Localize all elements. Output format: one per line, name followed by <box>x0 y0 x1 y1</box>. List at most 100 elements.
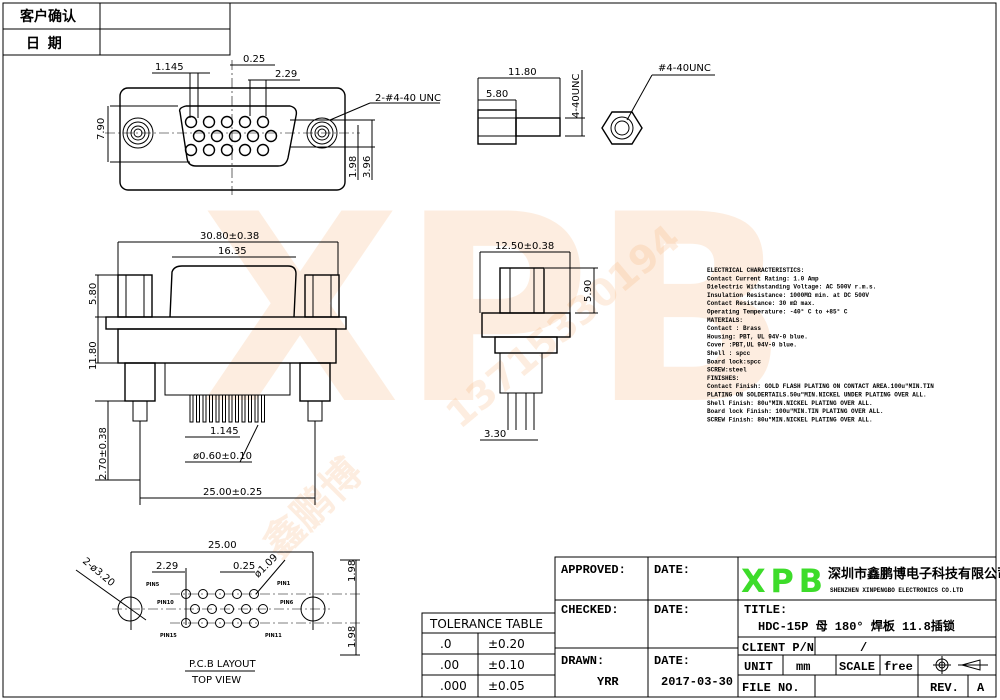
spec-line: Cover :PBT,UL 94V-0 blue. <box>707 342 797 349</box>
drawn-label: DRAWN: <box>561 654 604 668</box>
drawn-date-label: DATE: <box>654 654 690 668</box>
tolerance-value: ±0.10 <box>488 658 525 672</box>
pin5-label: PIN5 <box>146 582 160 588</box>
file-no-label: FILE NO. <box>742 681 800 695</box>
spec-line: Operating Temperature: -40° C to +85° C <box>707 309 848 316</box>
tolerance-value: ±0.20 <box>488 637 525 651</box>
pcb-dim-offset: 0.25 <box>233 561 255 572</box>
drawing-title: HDC-15P 母 180° 焊板 11.8插锁 <box>758 618 955 634</box>
pin-hole <box>192 129 206 143</box>
dim-body-width: 30.80±0.38 <box>200 231 259 242</box>
rev-value: A <box>977 681 985 695</box>
dim-pin-diameter: ø0.60±0.10 <box>193 451 252 462</box>
projection-symbol-icon <box>933 656 988 674</box>
spec-line: Dielectric Withstanding Voltage: AC 500V… <box>707 284 876 291</box>
spec-line: Contact Current Rating: 1.0 Amp <box>707 275 819 282</box>
pcb-hole <box>249 589 259 599</box>
pin1-label: PIN1 <box>277 581 291 587</box>
dim-side-nut: 5.90 <box>583 280 594 302</box>
pin-hole <box>238 143 252 157</box>
solder-pin <box>189 394 194 423</box>
pcb-hole <box>207 604 217 614</box>
pin-holes <box>184 115 278 157</box>
spec-line: SCREW:steel <box>707 367 747 374</box>
company-name-cn: 深圳市鑫鹏博电子科技有限公司 <box>828 566 1000 581</box>
scale-label: SCALE <box>839 660 875 674</box>
solder-pins <box>189 394 265 423</box>
checked-date-label: DATE: <box>654 603 690 617</box>
screw-note: 2-#4-40 UNC <box>375 93 441 104</box>
scale-value: free <box>884 660 913 674</box>
title-block: APPROVED: DATE: CHECKED: DATE: DRAWN: DA… <box>554 556 1000 698</box>
pcb-holes <box>181 589 268 628</box>
pcb-dim-row-top: 1.98 <box>347 560 358 582</box>
spec-line: Insulation Resistance: 1000MΩ min. at DC… <box>707 292 869 299</box>
unit-value: mm <box>796 660 810 674</box>
pcb-hole <box>198 589 208 599</box>
screw-side-view: 11.80 5.80 4-40UNC #4-40UNC <box>477 63 715 145</box>
pcb-hole <box>215 618 225 628</box>
spec-line: Board lock:spcc <box>707 358 761 365</box>
pin-hole <box>184 115 198 129</box>
spec-line: SCREW Finish: 80u"MIN.NICKEL PLATING OVE… <box>707 416 873 423</box>
pin-hole <box>184 143 198 157</box>
client-pn-label: CLIENT P/N <box>742 641 814 655</box>
pin-hole <box>202 115 216 129</box>
spec-line: PLATING ON SOLDERTAILS.50u"MIN.NICKEL UN… <box>707 392 927 399</box>
client-confirm-box: 客户确认 日 期 <box>2 2 231 56</box>
dim-offset: 0.25 <box>243 54 265 65</box>
rev-label: REV. <box>930 681 959 695</box>
body-elevation: 30.80±0.38 16.35 5.80 11.80 2.70±0.38 1.… <box>88 231 347 505</box>
pcb-hole <box>232 618 242 628</box>
solder-pin <box>248 394 252 423</box>
watermark-company: 鑫鹏博 <box>255 450 372 567</box>
spec-line: Shell Finish: 80u"MIN.NICKEL PLATING OVE… <box>707 400 873 407</box>
pin-hole <box>228 129 242 143</box>
pin10-label: PIN10 <box>157 600 174 606</box>
dim-thread: 4-40UNC <box>571 74 582 118</box>
dim-pitch-half: 1.145 <box>155 62 184 73</box>
solder-pin <box>209 394 213 423</box>
client-pn: / <box>860 641 867 655</box>
solder-pin <box>235 394 239 423</box>
solder-pin <box>202 394 207 423</box>
unit-label: UNIT <box>744 660 773 674</box>
spec-line: MATERIALS: <box>707 317 743 324</box>
tolerance-value: ±0.05 <box>488 679 525 693</box>
dim-height: 7.90 <box>96 118 107 140</box>
dim-screw-total: 11.80 <box>508 67 537 78</box>
checked-label: CHECKED: <box>561 603 619 617</box>
spec-line: Contact Resistance: 30 mΩ max. <box>707 300 815 307</box>
pin-hole <box>202 143 216 157</box>
solder-pin <box>215 394 220 423</box>
spec-line: Shell : spcc <box>707 350 751 357</box>
pin-hole <box>238 115 252 129</box>
pcb-hole <box>224 604 234 614</box>
dim-pitch: 2.29 <box>275 69 297 80</box>
pcb-mount-hole: 2-ø3.20 <box>80 556 116 589</box>
drawn-date: 2017-03-30 <box>661 675 733 689</box>
solder-pin <box>196 394 200 423</box>
tolerance-precision: .00 <box>440 658 459 672</box>
watermark: XPB 鑫鹏博 13715330194 <box>200 160 789 567</box>
pin-hole <box>256 143 270 157</box>
pcb-hole <box>258 604 268 614</box>
company-logo: XPB <box>741 562 823 600</box>
pcb-hole <box>249 618 259 628</box>
title-label: TITLE: <box>744 603 787 617</box>
pin11-label: PIN11 <box>265 633 282 639</box>
spec-line: Contact Finish: GOLD FLASH PLATING ON CO… <box>707 383 934 390</box>
side-elevation: 12.50±0.38 5.90 3.30 <box>479 241 598 441</box>
dim-row: 1.98 <box>348 156 359 178</box>
front-view: 7.90 1.145 0.25 2.29 2-#4-40 UNC 1.98 3.… <box>96 54 441 195</box>
dim-side-pin: 3.30 <box>484 429 506 440</box>
solder-pin <box>254 394 259 423</box>
confirm-date-label: 日 期 <box>26 35 62 51</box>
spec-line: Contact : Brass <box>707 325 761 332</box>
approved-label: APPROVED: <box>561 563 626 577</box>
dim-depth: 12.50±0.38 <box>495 241 554 252</box>
tolerance-header: TOLERANCE TABLE <box>429 617 543 631</box>
dim-body-height: 11.80 <box>88 341 99 370</box>
tolerance-precision: .0 <box>440 637 451 651</box>
